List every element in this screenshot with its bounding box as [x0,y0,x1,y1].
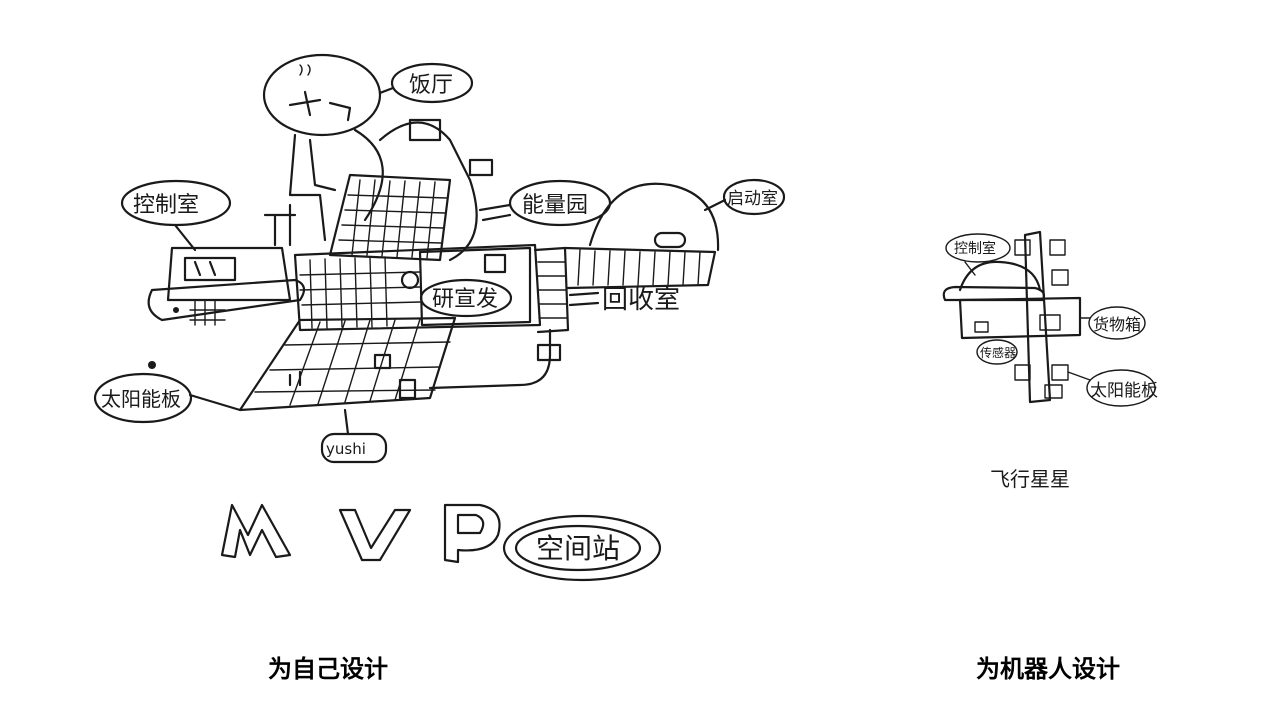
lower-grid [238,316,457,412]
r-control-bubble [945,233,1011,263]
r-body [958,296,1082,340]
label-control-room: 控制室 [133,193,199,218]
label-signature: yushi [326,440,366,458]
signature-bubble [320,432,388,464]
robot-ship-sketch [942,230,1156,407]
title-badge-text: 空间站 [536,532,620,565]
recycle-module [563,246,717,290]
nose-cone [147,278,306,322]
r-label-name: 飞行星星 [990,467,1070,491]
r-sensor-bubble [976,339,1018,365]
r-dome [958,260,1042,292]
solar-panel-bubble [93,372,193,424]
letter-m-outline [220,503,292,559]
label-energy-room: 能量园 [522,193,588,218]
central-body [293,243,542,332]
label-research: 研宣发 [432,287,498,312]
r-label-cargo-box: 货物箱 [1093,315,1141,334]
mvp-title [220,503,662,582]
r-cargo-bubble [1088,306,1146,340]
title-badge-outer [502,514,662,582]
canteen-bubble [262,53,382,137]
control-module [166,246,292,302]
link-column [533,246,570,334]
space-station-sketch [93,53,786,582]
canteen-icon [288,90,352,122]
caption-right: 为机器人设计 [976,655,1120,683]
r-solar-bubble [1086,369,1156,407]
label-recycle: 回收室 [602,285,680,315]
r-spine [1023,230,1052,404]
canteen-label-bubble [390,62,474,104]
r-label-control-room: 控制室 [954,240,996,257]
caption-left: 为自己设计 [268,655,388,683]
upper-grid [328,173,452,262]
energy-label-bubble [508,179,612,227]
research-label-bubble [419,278,513,318]
arch-pipe [378,121,478,262]
letter-p-outline [443,503,501,564]
title-badge-inner [514,524,642,572]
label-launch-room: 启动室 [727,189,778,209]
bottom-loop-pipe [428,328,552,390]
label-solar-panel: 太阳能板 [101,387,181,411]
r-label-sensor: 传感器 [980,345,1016,360]
launch-label-bubble [722,178,786,216]
canteen-pipe [288,133,337,242]
r-label-solar-panel: 太阳能板 [1090,381,1158,401]
label-canteen: 饭厅 [409,73,453,98]
steam-icon [299,64,311,76]
letter-v-outline [338,508,412,562]
